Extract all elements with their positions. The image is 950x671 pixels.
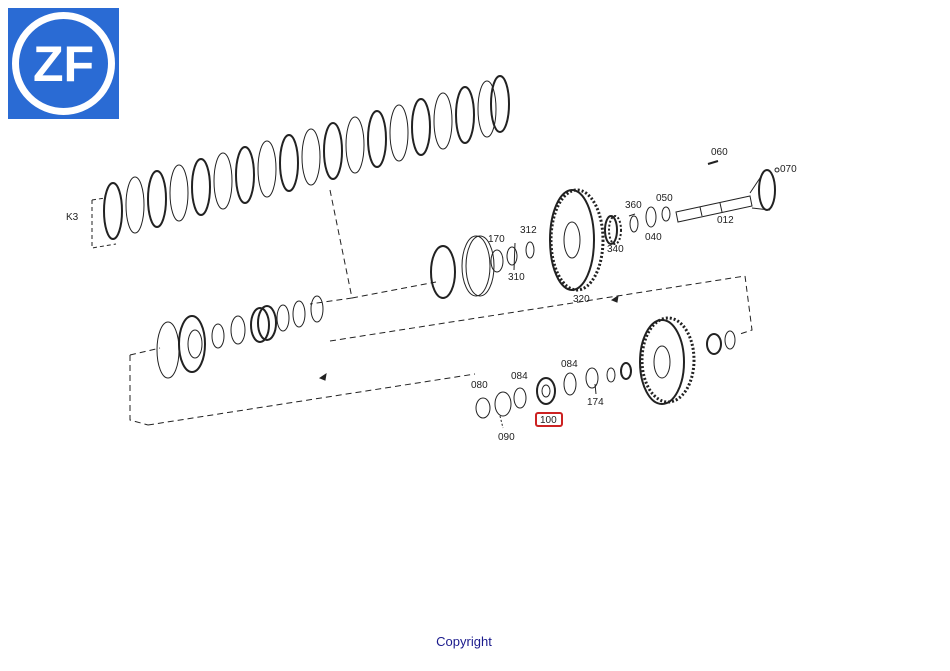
callout-174[interactable]: 174 [587, 397, 604, 408]
callout-100[interactable]: 100 [540, 415, 557, 426]
callout-360[interactable]: 360 [625, 200, 642, 211]
highlight-box [535, 412, 563, 427]
output-shaft [645, 160, 780, 228]
right-drum-assembly [475, 316, 736, 419]
label-k3: K3 [66, 212, 79, 223]
callout-090[interactable]: 090 [498, 432, 515, 443]
zf-logo: ZF [8, 8, 119, 119]
callout-084-right[interactable]: 084 [561, 359, 578, 370]
callout-340[interactable]: 340 [607, 244, 624, 255]
callout-310[interactable]: 310 [508, 272, 525, 283]
callout-012[interactable]: 012 [717, 215, 734, 226]
callout-060[interactable]: 060 [711, 147, 728, 158]
callout-100-highlighted[interactable]: 100 [535, 412, 563, 427]
copyright-link[interactable]: Copyright [436, 634, 492, 649]
callout-320[interactable]: 320 [573, 294, 590, 305]
callout-084-left[interactable]: 084 [511, 371, 528, 382]
left-clutch-assembly [156, 295, 324, 379]
k3-disc-pack [103, 75, 510, 240]
callout-312[interactable]: 312 [520, 225, 537, 236]
logo-text: ZF [33, 36, 94, 92]
callout-170[interactable]: 170 [488, 234, 505, 245]
callout-070[interactable]: 070 [780, 164, 797, 175]
zf-logo-mark: ZF [8, 8, 119, 119]
callout-050[interactable]: 050 [656, 193, 673, 204]
middle-gear-assembly [430, 188, 639, 299]
callout-080[interactable]: 080 [471, 380, 488, 391]
callout-040[interactable]: 040 [645, 232, 662, 243]
